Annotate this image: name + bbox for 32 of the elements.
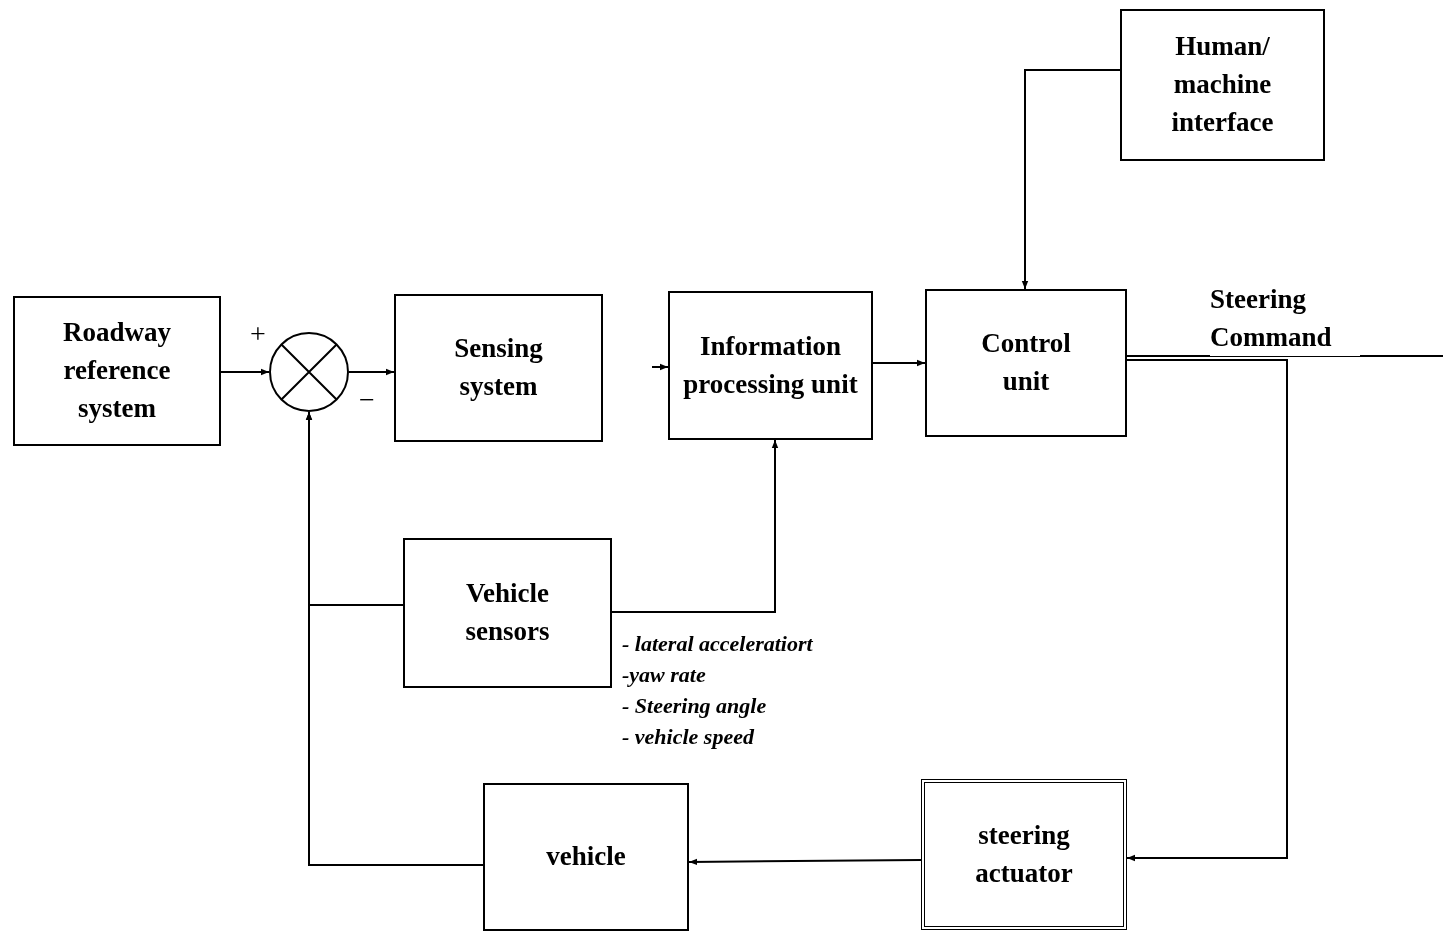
arrow: [651, 363, 669, 371]
process-box: [921, 779, 1127, 930]
arrow: [1126, 359, 1288, 862]
signal-list-item: - Steering angle: [622, 692, 767, 720]
process-box: [403, 538, 612, 688]
sign-label: +: [250, 320, 266, 348]
summing-junction: [269, 332, 349, 412]
process-box: [1120, 9, 1325, 161]
box-label: Information processing unit: [683, 329, 858, 401]
process-box: [925, 289, 1127, 437]
process-box: [394, 294, 603, 442]
box-label: Vehicle sensors: [464, 577, 551, 648]
arrow: [305, 411, 404, 606]
arrow: [348, 368, 395, 376]
arrow: [220, 368, 270, 376]
arrow: [872, 359, 926, 367]
signal-list-item: -yaw rate: [622, 661, 706, 689]
sign-label: −: [359, 386, 375, 414]
arrow: [1021, 69, 1121, 290]
signal-list-item: - vehicle speed: [622, 723, 754, 751]
box-label: Roadway reference system: [62, 316, 172, 425]
signal-list-item: - lateral acceleratiort: [622, 630, 813, 658]
process-box: [668, 291, 873, 440]
box-label: vehicle: [546, 840, 626, 874]
box-label: Control unit: [980, 327, 1072, 398]
arrow: [611, 439, 779, 613]
box-label: Sensing system: [453, 332, 544, 403]
box-label: steering actuator: [974, 818, 1074, 890]
arrow: [688, 858, 922, 866]
process-box: [483, 783, 689, 931]
box-label: Human/ machine interface: [1170, 30, 1275, 139]
process-box: [13, 296, 221, 446]
